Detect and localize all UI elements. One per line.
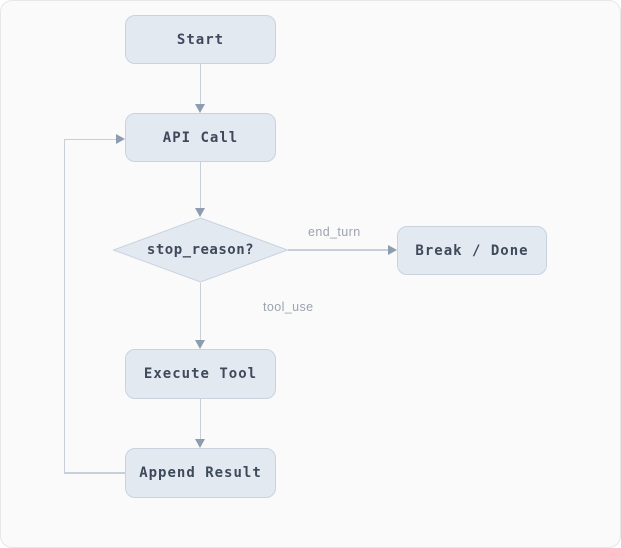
connector-start-to-api	[199, 64, 201, 105]
arrowhead-down-icon	[195, 439, 205, 448]
node-start: Start	[125, 15, 276, 64]
node-break-done: Break / Done	[397, 226, 547, 275]
node-stop-reason-label: stop_reason?	[146, 242, 255, 258]
node-execute-tool: Execute Tool	[125, 349, 276, 399]
connector-decision-to-execute	[199, 283, 201, 340]
node-api-call: API Call	[125, 113, 276, 162]
arrowhead-down-icon	[195, 340, 205, 349]
connector-api-to-decision	[199, 162, 201, 209]
node-append-result-label: Append Result	[139, 465, 262, 481]
connector-loop-bottom	[64, 472, 125, 474]
connector-loop-vertical	[63, 139, 65, 473]
connector-execute-to-append	[199, 399, 201, 439]
arrowhead-down-icon	[195, 208, 205, 217]
arrowhead-down-icon	[195, 104, 205, 113]
node-append-result: Append Result	[125, 448, 276, 498]
edge-label-tool-use: tool_use	[263, 300, 314, 314]
edge-label-end-turn: end_turn	[308, 225, 361, 239]
node-break-done-label: Break / Done	[415, 242, 529, 259]
node-api-call-label: API Call	[162, 129, 239, 146]
arrowhead-right-icon	[388, 245, 397, 255]
connector-loop-top	[64, 138, 116, 140]
node-stop-reason: stop_reason?	[112, 217, 289, 283]
node-start-label: Start	[176, 31, 225, 48]
diamond-shape	[112, 217, 289, 283]
node-execute-tool-label: Execute Tool	[143, 366, 258, 382]
connector-decision-to-break	[288, 249, 388, 251]
arrowhead-right-icon	[116, 134, 125, 144]
